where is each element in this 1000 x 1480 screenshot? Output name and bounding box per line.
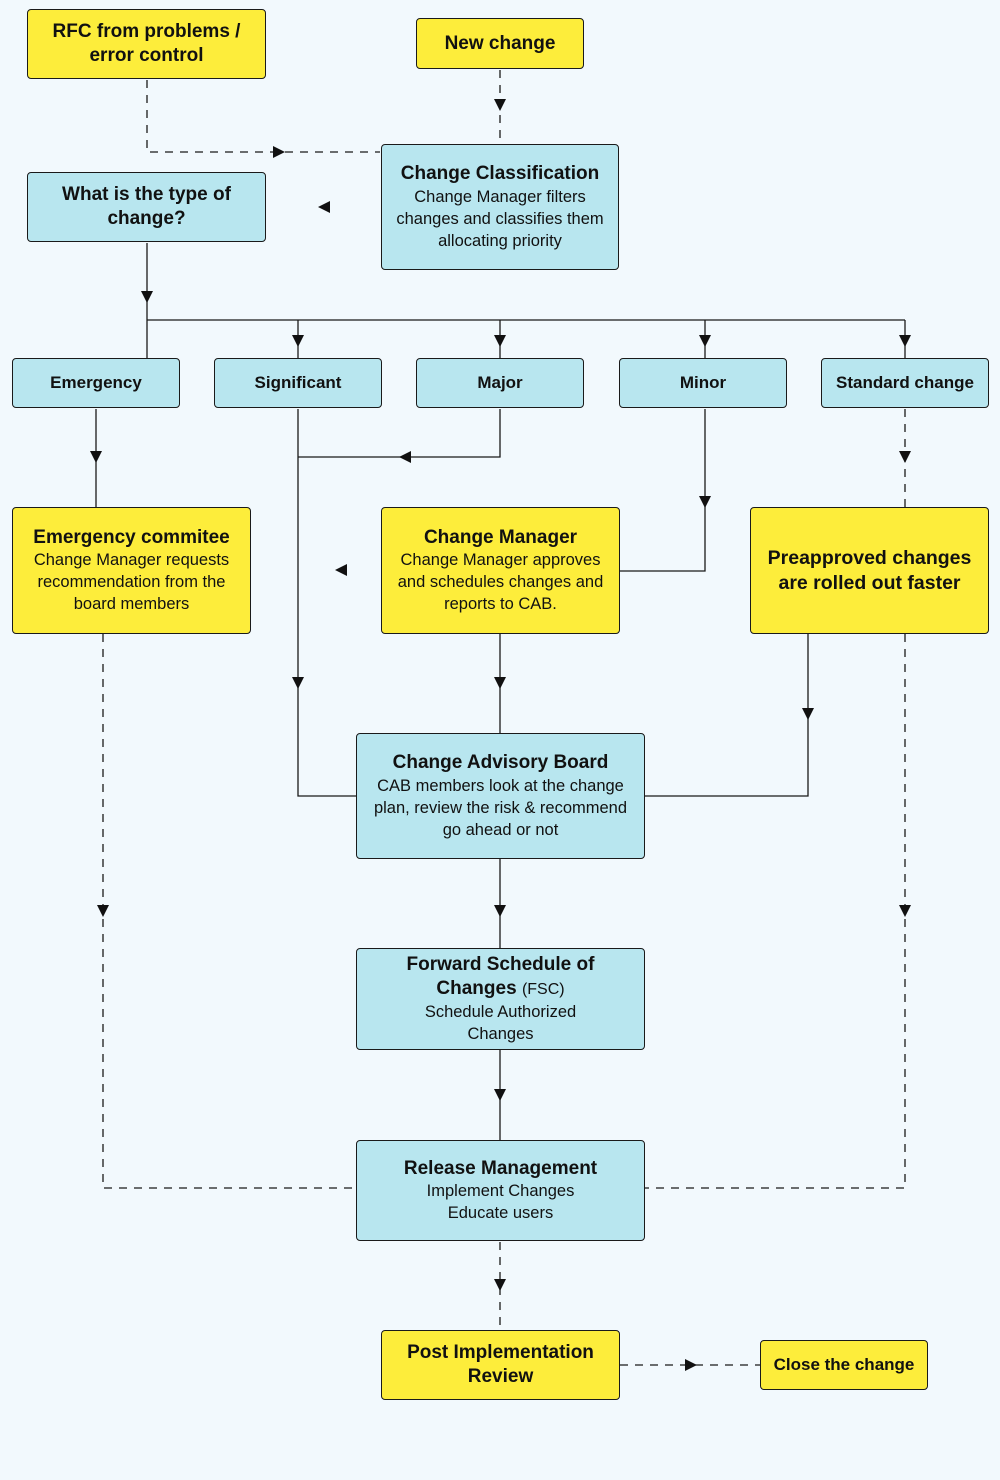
rfc-title: RFC from problems / error control <box>52 21 241 66</box>
connector-preapproved-to-release <box>645 634 906 1189</box>
arrowhead <box>699 335 711 347</box>
arrowhead <box>494 99 506 111</box>
fsc-desc: Schedule Authorized Changes <box>424 1002 577 1043</box>
release-title: Release Management <box>403 1157 598 1179</box>
type-major: Major <box>416 358 584 408</box>
close-change-node: Close the change <box>760 1340 928 1390</box>
emergency-committee-desc: Change Manager requests recommendation f… <box>33 551 230 614</box>
connector-significant-to-cab <box>297 409 356 797</box>
close-change-title: Close the change <box>773 1355 915 1375</box>
change-manager-title: Change Manager <box>423 526 578 548</box>
arrowhead <box>141 291 153 303</box>
type-significant: Significant <box>214 358 382 408</box>
arrowhead <box>899 451 911 463</box>
arrowhead <box>273 146 285 158</box>
pir-title: Post Implementation Review <box>407 1342 594 1387</box>
connector-major-merge <box>298 409 501 458</box>
connector-minor-to-manager <box>620 409 706 572</box>
arrowhead <box>335 564 347 576</box>
arrowhead <box>292 677 304 689</box>
fsc-title-suffix: (FSC) <box>521 981 565 998</box>
rfc-node: RFC from problems / error control <box>27 9 266 79</box>
fsc-node: Forward Schedule of Changes (FSC) Schedu… <box>356 948 645 1050</box>
type-standard: Standard change <box>821 358 989 408</box>
preapproved-title: Preapproved changes are rolled out faste… <box>767 546 972 594</box>
arrowhead <box>399 451 411 463</box>
release-desc-line1: Implement Changes <box>426 1182 575 1201</box>
change-classification-node: Change Classification Change Manager fil… <box>381 144 619 270</box>
type-emergency-label: Emergency <box>50 373 142 393</box>
cab-node: Change Advisory Board CAB members look a… <box>356 733 645 859</box>
emergency-committee-node: Emergency commitee Change Manager reques… <box>12 507 251 634</box>
type-major-label: Major <box>477 373 523 393</box>
arrowhead <box>494 1279 506 1291</box>
arrowhead <box>494 335 506 347</box>
change-classification-title: Change Classification <box>400 163 600 185</box>
connector-emergency-to-release <box>102 634 356 1189</box>
arrowhead <box>494 677 506 689</box>
pir-node: Post Implementation Review <box>381 1330 620 1400</box>
new-change-node: New change <box>416 18 584 69</box>
type-minor: Minor <box>619 358 787 408</box>
connector-preapproved-to-cab <box>645 634 809 797</box>
cab-desc: CAB members look at the change plan, rev… <box>373 776 628 839</box>
change-manager-node: Change Manager Change Manager approves a… <box>381 507 620 634</box>
arrowhead <box>90 451 102 463</box>
type-significant-label: Significant <box>254 373 342 393</box>
type-standard-label: Standard change <box>836 373 974 393</box>
fsc-title-line: Forward Schedule of Changes (FSC) <box>397 953 604 1001</box>
arrowhead <box>899 905 911 917</box>
type-question-node: What is the type of change? <box>27 172 266 242</box>
preapproved-node: Preapproved changes are rolled out faste… <box>750 507 989 634</box>
new-change-title: New change <box>444 32 556 54</box>
arrowhead <box>292 335 304 347</box>
arrowhead <box>494 1089 506 1101</box>
arrowhead <box>802 708 814 720</box>
change-manager-desc: Change Manager approves and schedules ch… <box>397 551 604 614</box>
arrowhead <box>899 335 911 347</box>
release-desc-line2: Educate users <box>447 1204 554 1223</box>
type-emergency: Emergency <box>12 358 180 408</box>
release-node: Release Management Implement Changes Edu… <box>356 1140 645 1241</box>
type-question-title: What is the type of change? <box>62 184 231 229</box>
arrowhead <box>685 1359 697 1371</box>
change-classification-desc: Change Manager filters changes and class… <box>396 187 604 250</box>
connector-rfc-to-classification <box>146 80 380 153</box>
arrowhead <box>97 905 109 917</box>
arrowhead <box>318 201 330 213</box>
arrowhead <box>699 496 711 508</box>
emergency-committee-title: Emergency commitee <box>33 526 230 548</box>
type-minor-label: Minor <box>679 373 727 393</box>
arrowhead <box>494 905 506 917</box>
fsc-title: Forward Schedule of Changes <box>406 954 595 999</box>
cab-title: Change Advisory Board <box>392 752 609 774</box>
